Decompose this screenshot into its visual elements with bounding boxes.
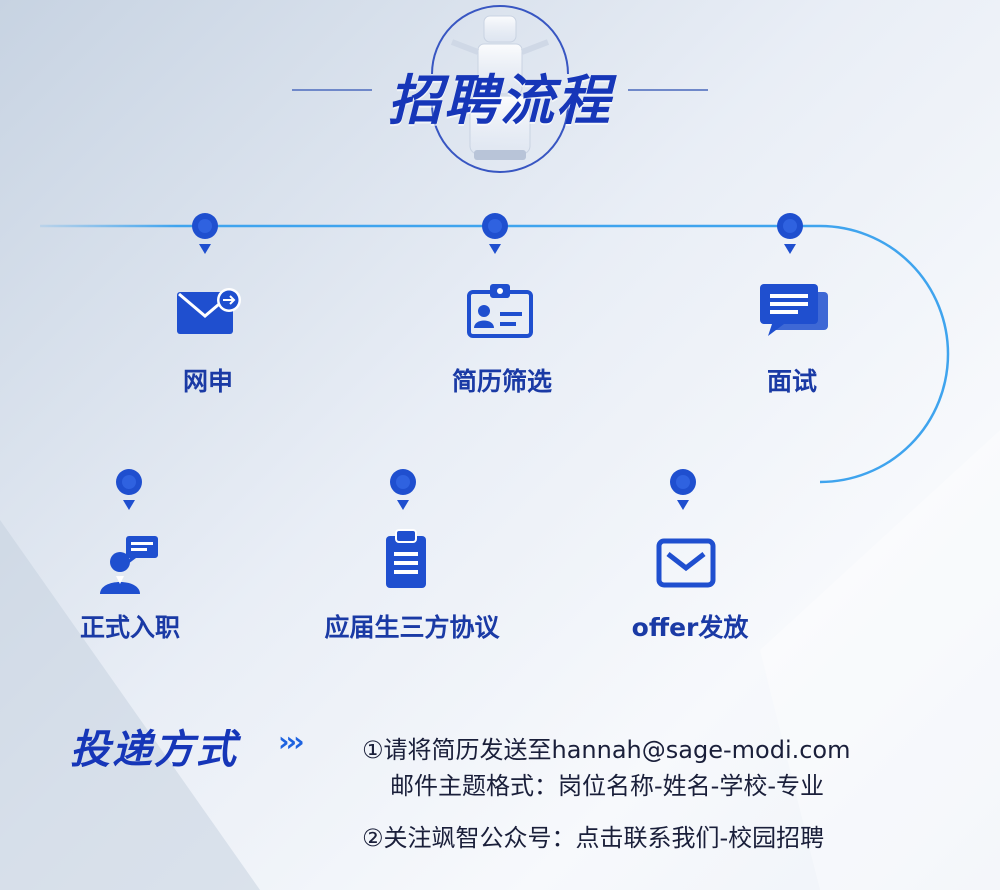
chevron-right-icon: ››› <box>278 725 301 758</box>
step-label-5: 应届生三方协议 <box>292 608 532 644</box>
person-chat-icon <box>98 534 162 596</box>
id-card-icon <box>466 280 534 338</box>
envelope-arrow-icon <box>175 286 243 336</box>
chat-bubble-icon <box>758 282 830 340</box>
delivery-line-2: 邮件主题格式：岗位名称-姓名-学校-专业 <box>390 766 824 801</box>
step-pin-4 <box>114 468 144 512</box>
step-label-2: 简历筛选 <box>382 362 622 398</box>
clipboard-icon <box>384 528 428 590</box>
step-label-6: offer发放 <box>570 608 810 644</box>
step-pin-5 <box>388 468 418 512</box>
step-pin-6 <box>668 468 698 512</box>
step-pin-3 <box>775 212 805 256</box>
step-label-4: 正式入职 <box>10 608 250 644</box>
step-label-1: 网申 <box>88 362 328 398</box>
delivery-line-1: ①请将简历发送至hannah@sage-modi.com <box>362 730 851 765</box>
delivery-title: 投递方式 <box>70 717 238 775</box>
step-pin-2 <box>480 212 510 256</box>
step-pin-1 <box>190 212 220 256</box>
delivery-line-3: ②关注飒智公众号：点击联系我们-校园招聘 <box>362 818 824 853</box>
step-label-3: 面试 <box>672 362 912 398</box>
envelope-icon <box>656 538 716 588</box>
